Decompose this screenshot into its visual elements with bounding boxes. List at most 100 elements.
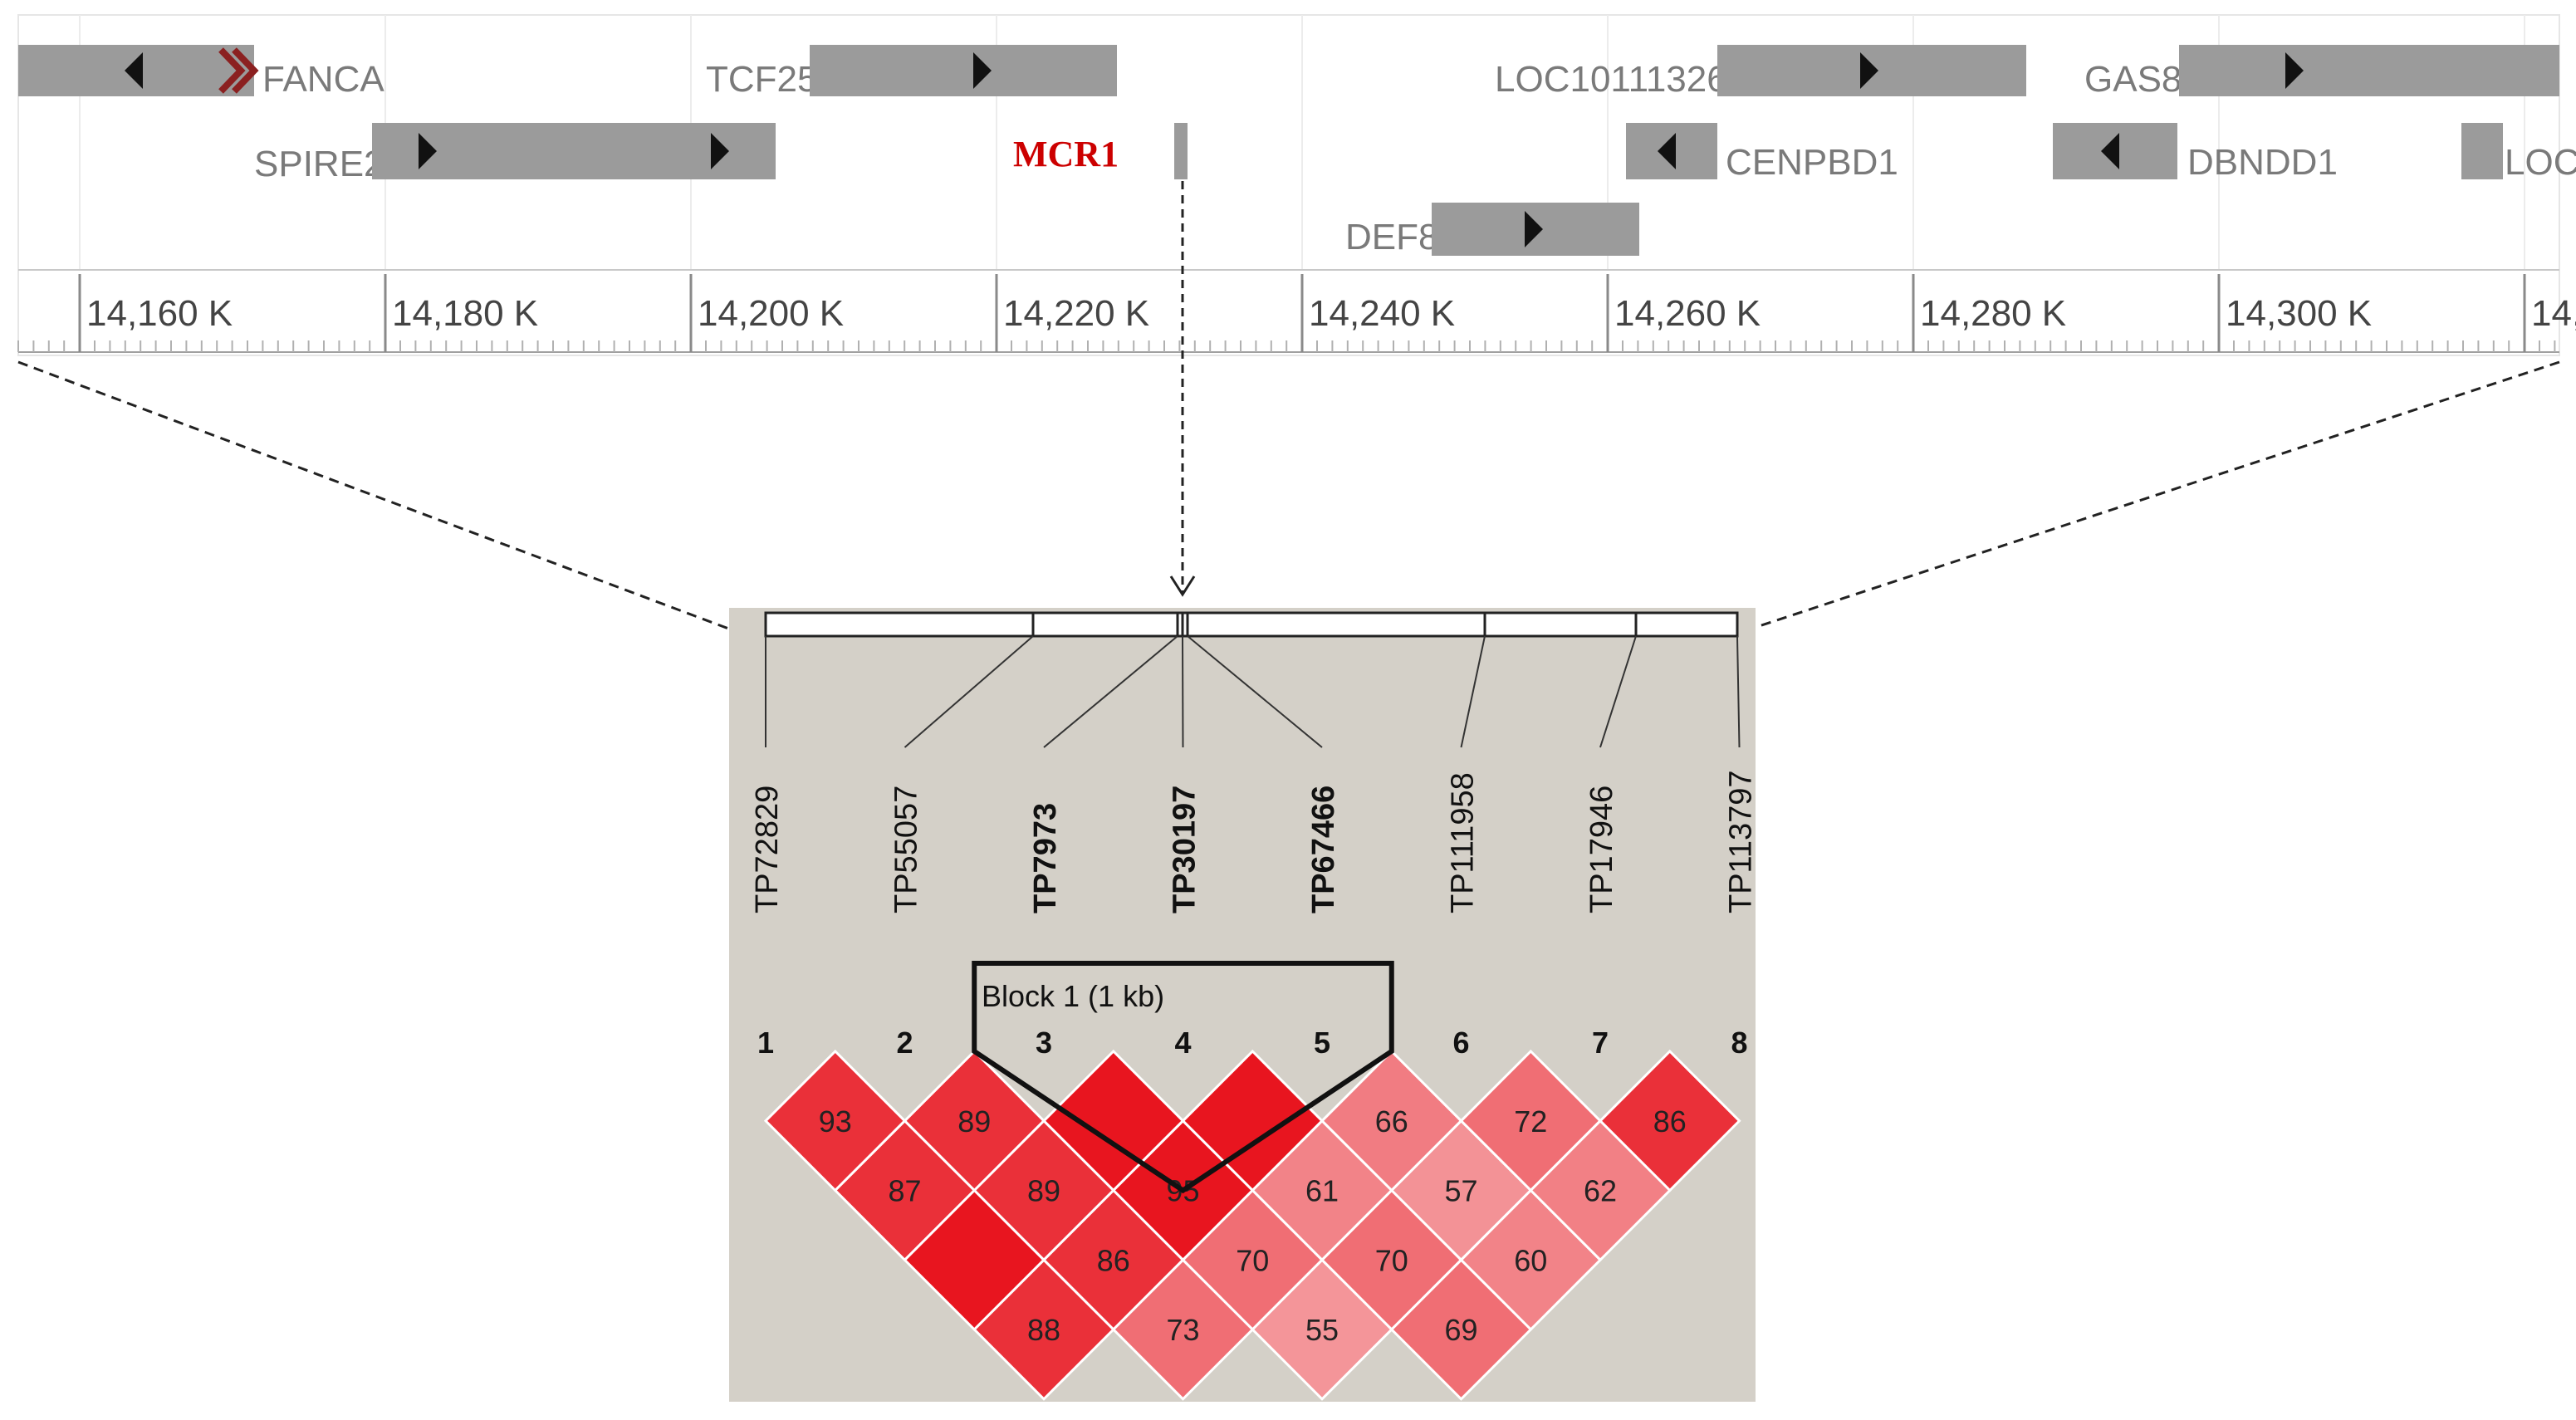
marker-name-tp55057: TP55057 — [889, 786, 924, 913]
ruler-tick-label: 14,220 K — [1003, 293, 1149, 334]
marker-connector-lines — [765, 635, 1741, 748]
ld-cell-2-6 — [1111, 1258, 1255, 1401]
ruler-tick-label: 14,300 K — [2226, 293, 2372, 334]
marker-index: 2 — [896, 1026, 913, 1060]
gene-track-cenpbd1[interactable]: CENPBD1 — [1626, 123, 1898, 183]
gene-label-tcf25: TCF25 — [706, 59, 817, 100]
marker-name-tp30197: TP30197 — [1168, 786, 1202, 913]
ld-value: 86 — [1653, 1104, 1687, 1138]
ld-cell-3-7 — [1251, 1258, 1393, 1401]
ruler-tick-label: 14,260 K — [1614, 293, 1761, 334]
ld-value: 73 — [1166, 1313, 1199, 1347]
marker-index: 1 — [757, 1026, 774, 1060]
ld-plot-panel: TP72829 TP55057 TP7973 TP30197 TP67466 TP1119… — [729, 608, 1759, 1402]
gene-track-spire2[interactable]: SPIRE2 — [254, 123, 776, 184]
gene-track-gas8[interactable]: GAS8 — [2084, 45, 2559, 100]
gene-bar-mcr1[interactable] — [1174, 123, 1188, 179]
gene-track-fanca[interactable]: FANCA — [18, 45, 384, 100]
marker-connector — [1736, 635, 1741, 748]
gene-bar-gas8[interactable] — [2179, 45, 2559, 96]
ld-value: 60 — [1514, 1243, 1547, 1277]
gene-track-tcf25[interactable]: TCF25 — [706, 45, 1117, 100]
ld-value: 89 — [957, 1104, 991, 1138]
marker-name-tp7973: TP7973 — [1028, 803, 1063, 913]
marker-connector — [1599, 635, 1637, 748]
ld-value: 62 — [1584, 1174, 1617, 1208]
gene-label-dbndd1: DBNDD1 — [2187, 142, 2338, 183]
gene-label-def8: DEF8 — [1345, 217, 1438, 257]
gene-label-loc101113264: LOC101113264 — [1495, 59, 1747, 100]
ruler-tick-label: 14,240 K — [1309, 293, 1455, 334]
ld-value: 70 — [1236, 1243, 1269, 1277]
ruler-tick-label: 14,160 K — [86, 293, 233, 334]
ld-value: 55 — [1305, 1313, 1339, 1347]
marker-name-tp113797: TP113797 — [1724, 770, 1759, 913]
ruler-tick-label: 14,3 — [2531, 293, 2576, 334]
zoom-line-right — [1748, 360, 2560, 631]
block-1-outline — [972, 961, 1394, 1194]
marker-name-tp72829: TP72829 — [750, 786, 785, 913]
marker-index: 6 — [1452, 1026, 1469, 1060]
mcr1-pointer-arrow-icon — [1169, 575, 1196, 597]
ld-value: 70 — [1375, 1243, 1408, 1277]
ld-value: 87 — [888, 1174, 921, 1208]
marker-name-tp111958: TP111958 — [1446, 772, 1481, 913]
marker-index: 7 — [1592, 1026, 1609, 1060]
gene-label-loc: LOC — [2505, 142, 2576, 183]
marker-index: 3 — [1036, 1026, 1052, 1060]
ld-value: 86 — [1097, 1243, 1130, 1277]
browser-background — [17, 14, 2560, 356]
strand-right-arrow-icon — [2285, 52, 2304, 89]
gene-bar-spire2[interactable] — [372, 123, 776, 179]
strand-right-arrow-icon — [711, 133, 729, 169]
block-1-label: Block 1 (1 kb) — [982, 979, 1164, 1013]
ld-value: 88 — [1027, 1313, 1060, 1347]
marker-name-tp67466: TP67466 — [1306, 786, 1341, 913]
ld-value: 89 — [1027, 1174, 1060, 1208]
gene-track-loc[interactable]: LOC — [2461, 123, 2576, 183]
marker-indices: 1 2 3 4 5 6 7 8 — [757, 1026, 1748, 1060]
gene-track-dbndd1[interactable]: DBNDD1 — [2053, 123, 2338, 183]
ruler-tick-label: 14,180 K — [392, 293, 538, 334]
marker-connector — [904, 635, 1034, 748]
ld-value: 66 — [1375, 1104, 1408, 1138]
ld-value: 72 — [1514, 1104, 1547, 1138]
strand-left-arrow-icon — [1658, 133, 1676, 169]
zoom-connectors — [17, 181, 2560, 631]
marker-index: 5 — [1314, 1026, 1330, 1060]
gene-track-mcr1[interactable]: MCR1 — [1013, 123, 1188, 179]
strand-right-arrow-icon — [419, 133, 437, 169]
ld-value: 61 — [1305, 1174, 1339, 1208]
gene-label-spire2: SPIRE2 — [254, 144, 384, 184]
marker-position-bar — [764, 611, 1739, 638]
gene-label-gas8: GAS8 — [2084, 59, 2182, 100]
genome-browser-panel: FANCA TCF25 LOC101113264 GAS8 SPIRE2 MCR… — [17, 14, 2576, 356]
gene-bar-tcf25[interactable] — [810, 45, 1117, 96]
gene-track-loc101113264[interactable]: LOC101113264 — [1495, 45, 2026, 100]
marker-name-tp17946: TP17946 — [1584, 786, 1619, 913]
marker-connector — [1043, 635, 1178, 748]
ruler-tick-label: 14,280 K — [1920, 293, 2066, 334]
marker-position-ticks — [764, 613, 1739, 636]
ld-cell-1-5 — [972, 1258, 1115, 1401]
gene-label-fanca: FANCA — [262, 59, 384, 100]
strand-right-arrow-icon — [1860, 52, 1878, 89]
haplotype-block-outline: Block 1 (1 kb) — [972, 961, 1394, 1194]
ld-value: 57 — [1444, 1174, 1477, 1208]
ld-value: 93 — [819, 1104, 852, 1138]
marker-connector — [1460, 635, 1486, 748]
marker-names: TP72829 TP55057 TP7973 TP30197 TP67466 TP1119… — [750, 770, 1759, 913]
gene-start-double-chevron-icon — [218, 47, 259, 94]
gene-bar-loc[interactable] — [2461, 123, 2503, 179]
marker-index: 8 — [1731, 1026, 1747, 1060]
strand-left-arrow-icon — [2101, 133, 2119, 169]
ruler-minor-ticks — [17, 340, 2556, 352]
marker-index: 4 — [1174, 1026, 1191, 1060]
zoom-line-left — [17, 360, 732, 631]
gene-track-def8[interactable]: DEF8 — [1345, 203, 1639, 257]
